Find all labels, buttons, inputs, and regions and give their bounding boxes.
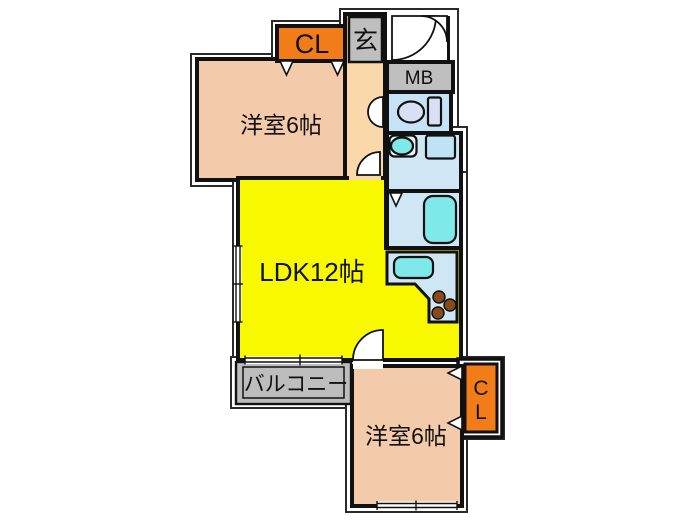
toilet-bowl <box>396 100 426 124</box>
hallway-ldk-door-arc <box>356 151 381 176</box>
label-bedroom-top: 洋室6帖 <box>240 112 322 138</box>
bathtub <box>422 194 458 245</box>
label-closet-top: CL <box>295 29 330 59</box>
closet-door-vmark <box>329 60 346 77</box>
label-closet-bottom-l: L <box>475 401 487 424</box>
entrance-door-arc-child <box>420 15 448 43</box>
stove-burner <box>443 298 457 312</box>
labels-layer: CL 玄 MB 洋室6帖 LDK12帖 バルコニー 洋室6帖 C L <box>240 27 488 449</box>
room-ldk <box>236 176 463 362</box>
room-closet-top <box>275 24 350 63</box>
window-gap <box>377 501 457 511</box>
label-bedroom-bottom: 洋室6帖 <box>365 423 447 449</box>
kitchen-sink <box>392 255 435 280</box>
balcony-railing <box>242 366 345 399</box>
label-closet-bottom-c: C <box>473 377 488 400</box>
window-bedroom-bottom <box>376 500 458 511</box>
toilet-door-arc <box>367 96 384 128</box>
toilet-tank <box>426 96 443 127</box>
stove-burner <box>432 290 446 304</box>
label-ldk: LDK12帖 <box>259 257 365 287</box>
window-ldk-balcony <box>244 354 343 366</box>
washbasin-bowl <box>389 136 415 156</box>
stove-burner <box>431 306 445 320</box>
window-gap <box>245 356 342 364</box>
label-balcony: バルコニー <box>244 373 349 396</box>
fixtures-layer <box>278 60 463 432</box>
rooms-layer <box>195 12 504 508</box>
bath-door-vmark <box>388 192 404 208</box>
genkan-box <box>347 15 384 64</box>
doors-layer <box>352 15 450 361</box>
closet-door-vmark <box>446 364 463 382</box>
room-closet-bottom <box>463 362 499 434</box>
label-meter-box: MB <box>405 68 434 89</box>
ldk-bedroom-door-arc <box>352 329 384 361</box>
label-genkan: 玄 <box>353 27 378 55</box>
closet-door-vmark <box>278 60 295 77</box>
windows-layer <box>233 245 458 511</box>
washing-machine <box>424 134 457 160</box>
closet-door-vmark <box>446 414 463 432</box>
window-ldk-left <box>233 245 243 323</box>
